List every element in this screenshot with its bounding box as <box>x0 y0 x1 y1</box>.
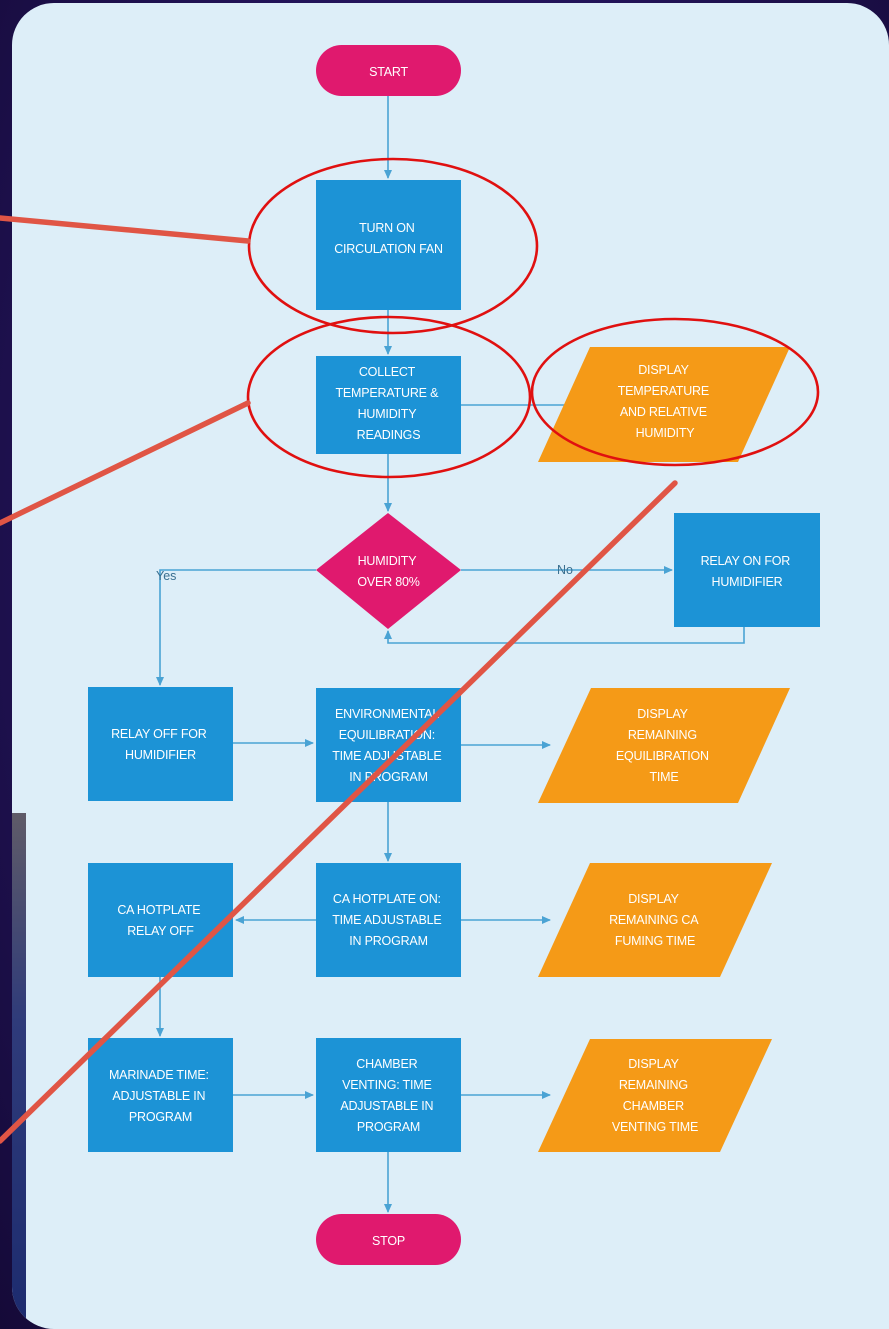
equilibration-process: ENVIRONMENTAL EQUILIBRATION: TIME ADJUST… <box>316 688 461 802</box>
venting-process: CHAMBER VENTING: TIME ADJUSTABLE IN PROG… <box>316 1038 461 1152</box>
venting-label: CHAMBER VENTING: TIME ADJUSTABLE IN PROG… <box>340 1057 436 1134</box>
collect-readings-process: COLLECT TEMPERATURE & HUMIDITY READINGS <box>316 356 461 454</box>
start-label: START <box>369 65 408 79</box>
relay-on-humidifier-label: RELAY ON FOR HUMIDIFIER <box>701 554 794 589</box>
stop-terminator: STOP <box>316 1214 461 1265</box>
hotplate-off-label: CA HOTPLATE RELAY OFF <box>117 903 203 938</box>
marinade-label: MARINADE TIME: ADJUSTABLE IN PROGRAM <box>109 1068 212 1124</box>
hotplate-on-process: CA HOTPLATE ON: TIME ADJUSTABLE IN PROGR… <box>316 863 461 977</box>
humidity-decision: HUMIDITY OVER 80% <box>316 513 461 629</box>
highlight-ellipse-fan <box>247 157 539 335</box>
marinade-process: MARINADE TIME: ADJUSTABLE IN PROGRAM <box>88 1038 233 1152</box>
hotplate-off-process: CA HOTPLATE RELAY OFF <box>88 863 233 977</box>
highlight-ellipse-collect <box>246 315 532 479</box>
nodes: START TURN ON CIRCULATION FAN COLLECT TE… <box>88 45 820 1265</box>
edge-decision-to-relay-off <box>156 569 316 686</box>
start-terminator: START <box>316 45 461 96</box>
display-equilibration-io: DISPLAY REMAINING EQUILIBRATION TIME <box>538 688 790 803</box>
connectors <box>156 96 745 1213</box>
turn-on-fan-process: TURN ON CIRCULATION FAN <box>316 180 461 310</box>
turn-on-fan-label: TURN ON CIRCULATION FAN <box>334 221 443 256</box>
display-venting-io: DISPLAY REMAINING CHAMBER VENTING TIME <box>538 1039 772 1152</box>
yes-label: Yes <box>156 569 176 583</box>
display-temperature-io: DISPLAY TEMPERATURE AND RELATIVE HUMIDIT… <box>538 347 790 462</box>
relay-on-humidifier-process: RELAY ON FOR HUMIDIFIER <box>674 513 820 627</box>
collect-readings-label: COLLECT TEMPERATURE & HUMIDITY READINGS <box>335 365 441 442</box>
edge-relay-on-loop-back <box>384 627 745 644</box>
annotation-overlay <box>0 157 820 1144</box>
humidity-decision-label: HUMIDITY OVER 80% <box>357 554 419 589</box>
relay-off-humidifier-label: RELAY OFF FOR HUMIDIFIER <box>111 727 210 762</box>
relay-off-humidifier-process: RELAY OFF FOR HUMIDIFIER <box>88 687 233 801</box>
display-fuming-io: DISPLAY REMAINING CA FUMING TIME <box>538 863 772 977</box>
stop-label: STOP <box>372 1234 405 1248</box>
display-equilibration-label: DISPLAY REMAINING EQUILIBRATION TIME <box>616 707 712 784</box>
background-photo-strip <box>12 813 26 1329</box>
highlight-ellipse-display-temp <box>530 317 820 467</box>
display-fuming-label: DISPLAY REMAINING CA FUMING TIME <box>609 892 701 948</box>
pointer-line-display-temp <box>0 480 678 1144</box>
pointer-line-fan <box>0 215 251 244</box>
no-label: No <box>557 563 573 577</box>
pointer-line-collect <box>0 400 251 526</box>
hotplate-on-label: CA HOTPLATE ON: TIME ADJUSTABLE IN PROGR… <box>332 892 445 948</box>
display-venting-label: DISPLAY REMAINING CHAMBER VENTING TIME <box>612 1057 698 1134</box>
display-temperature-label: DISPLAY TEMPERATURE AND RELATIVE HUMIDIT… <box>618 363 713 440</box>
